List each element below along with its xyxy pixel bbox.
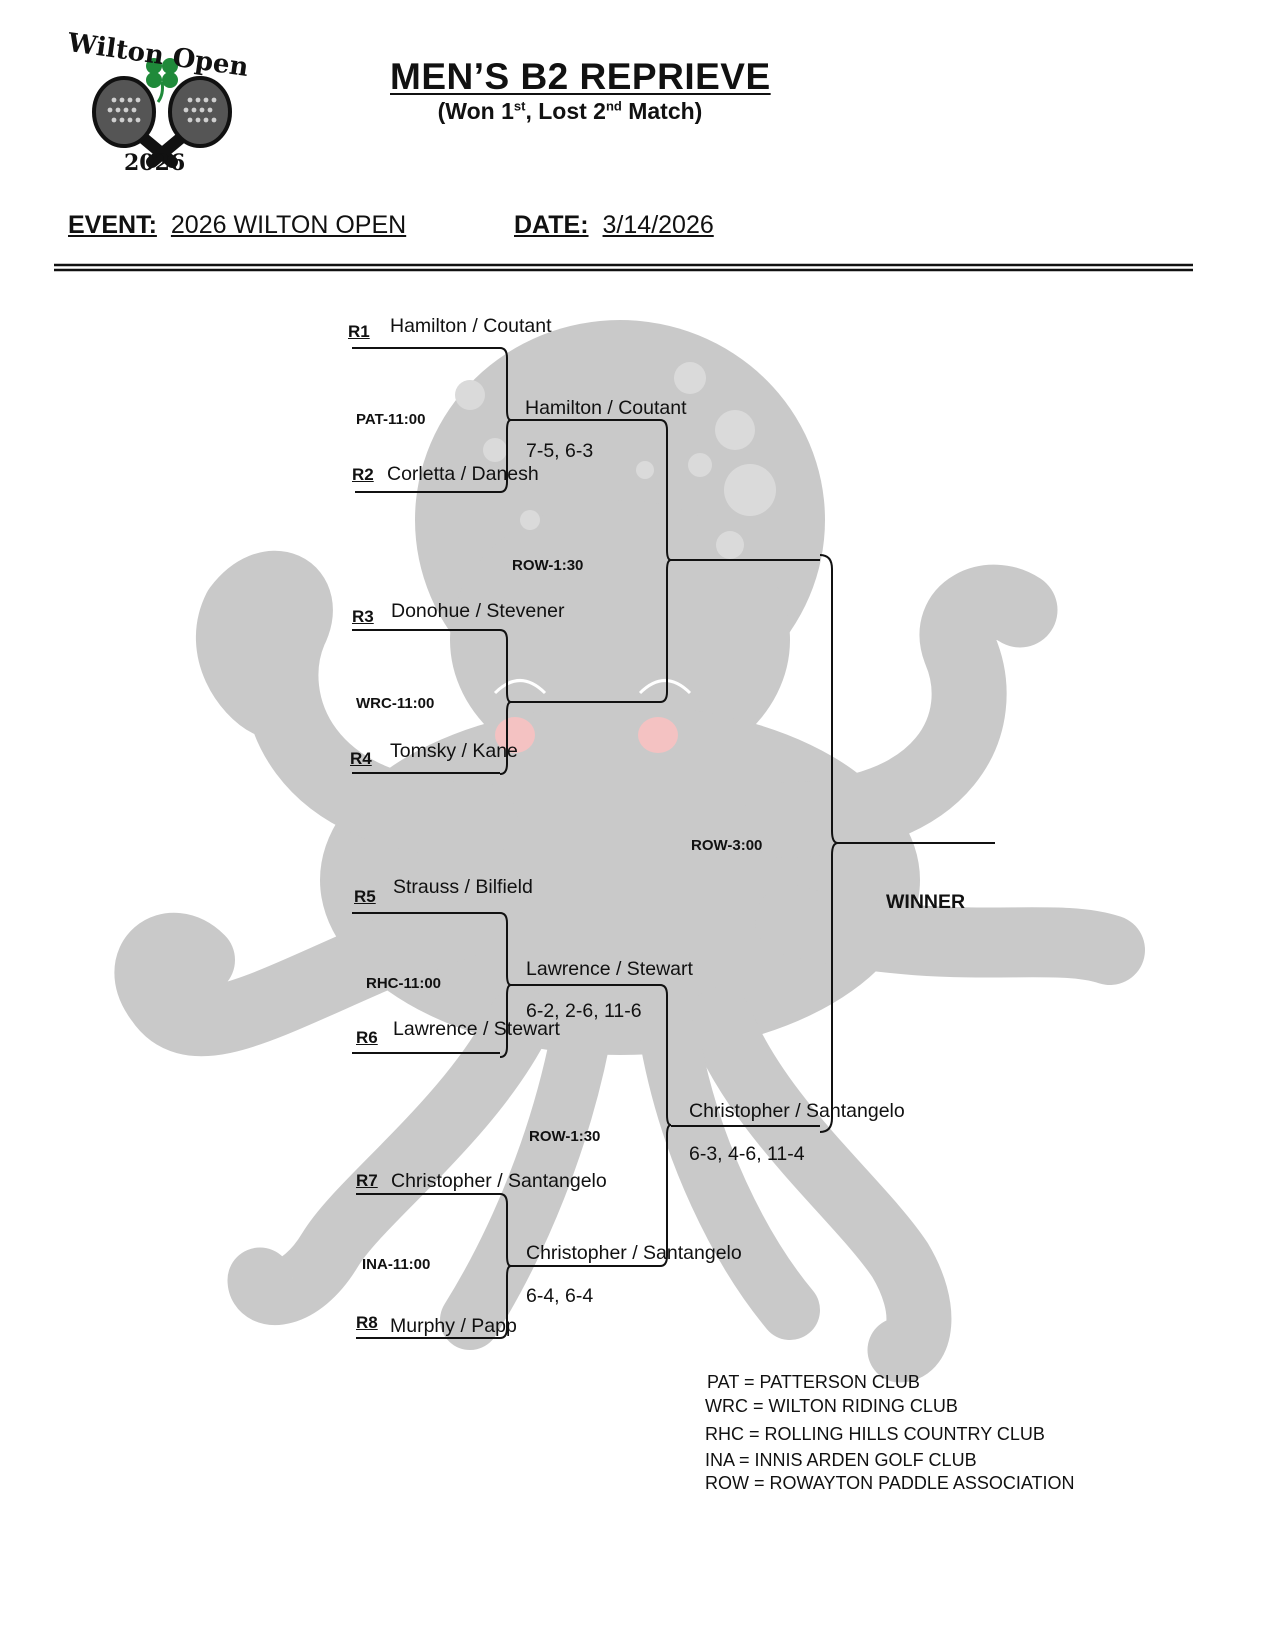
round1-team-8: Murphy / Papp	[390, 1315, 517, 1338]
seed-r2: R2	[352, 465, 374, 485]
round3-score-2: 6-3, 4-6, 11-4	[689, 1143, 805, 1166]
seed-r8: R8	[356, 1313, 378, 1333]
legend-item-wrc: WRC = WILTON RIDING CLUB	[705, 1396, 958, 1417]
round1-team-7: Christopher / Santangelo	[391, 1170, 607, 1193]
seed-r3: R3	[352, 607, 374, 627]
semi1-time: ROW-1:30	[512, 557, 583, 574]
semi1-bracket	[660, 420, 671, 702]
final-bracket	[820, 555, 838, 1132]
final-time: ROW-3:00	[691, 837, 762, 854]
round1-team-5: Strauss / Bilfield	[393, 876, 533, 899]
match3-time: RHC-11:00	[366, 975, 441, 992]
round1-team-4: Tomsky / Kane	[390, 740, 518, 763]
round2-team-3: Lawrence / Stewart	[526, 958, 693, 981]
seed-r1: R1	[348, 322, 370, 342]
round2-team-4: Christopher / Santangelo	[526, 1242, 742, 1265]
match1-time: PAT-11:00	[356, 411, 425, 428]
winner-label: WINNER	[886, 891, 965, 914]
match2-time: WRC-11:00	[356, 695, 434, 712]
seed-r5: R5	[354, 887, 376, 907]
legend-item-row: ROW = ROWAYTON PADDLE ASSOCIATION	[705, 1473, 1075, 1494]
round3-team-2: Christopher / Santangelo	[689, 1100, 905, 1123]
match4-time: INA-11:00	[362, 1256, 430, 1273]
round2-team-1: Hamilton / Coutant	[525, 397, 687, 420]
round1-team-2: Corletta / Danesh	[387, 463, 539, 486]
seed-r6: R6	[356, 1028, 378, 1048]
legend-item-rhc: RHC = ROLLING HILLS COUNTRY CLUB	[705, 1424, 1045, 1445]
round2-score-1: 7-5, 6-3	[526, 440, 593, 463]
round1-team-3: Donohue / Stevener	[391, 600, 564, 623]
round2-score-3: 6-2, 2-6, 11-6	[526, 1000, 642, 1023]
round2-score-4: 6-4, 6-4	[526, 1285, 593, 1308]
semi2-bracket	[660, 985, 671, 1266]
legend-item-pat: PAT = PATTERSON CLUB	[707, 1372, 920, 1393]
seed-r7: R7	[356, 1171, 378, 1191]
round1-team-1: Hamilton / Coutant	[390, 315, 552, 338]
seed-r4: R4	[350, 749, 372, 769]
semi2-time: ROW-1:30	[529, 1128, 600, 1145]
legend-item-ina: INA = INNIS ARDEN GOLF CLUB	[705, 1450, 977, 1471]
